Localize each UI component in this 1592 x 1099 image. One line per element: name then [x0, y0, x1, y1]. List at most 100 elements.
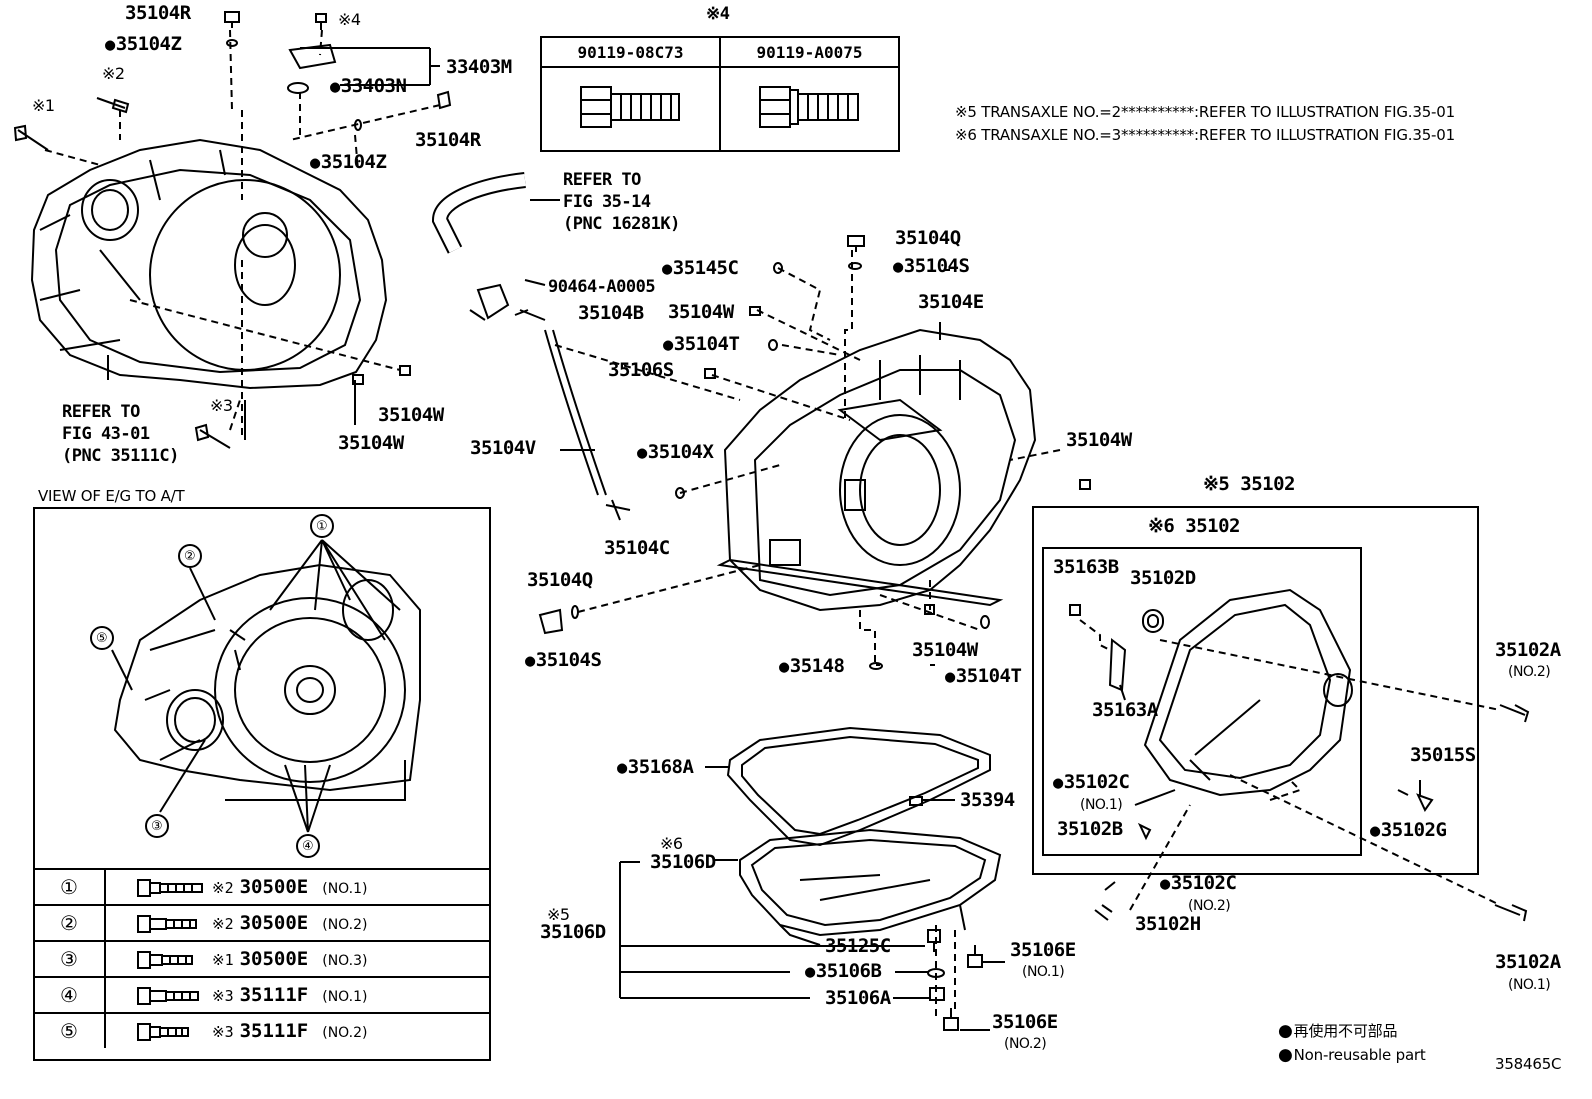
extension-housing-drawing [1069, 588, 1530, 922]
bolt-code: 35111F [239, 983, 309, 1006]
small-bolts-left [13, 11, 452, 449]
part-33403N: 33403N [330, 76, 407, 97]
bolt-icon [136, 1022, 206, 1042]
bolt-icon [136, 950, 206, 970]
front-view-drawing [113, 563, 421, 801]
transaxle-no6-box [1042, 547, 1362, 856]
view-box-title: VIEW OF E/G TO A/T [38, 487, 185, 505]
fastener-part-b: 90119-A0075 [719, 36, 900, 68]
pan-bracket [619, 861, 640, 999]
refer-fig43-line2: FIG 43-01 [62, 424, 150, 444]
callout-1: ① [316, 519, 328, 534]
left-leaders [44, 29, 441, 440]
part-35163B: 35163B [1053, 556, 1119, 578]
view-box-frame [33, 507, 491, 1061]
view-callout-leaders [111, 539, 401, 833]
part-35104W-c: 35104W [668, 301, 734, 323]
part-35106D-top: 35106D [650, 851, 716, 873]
part-35102C-no2-sub: (NO.2) [1188, 898, 1231, 914]
part-35102G: 35102G [1370, 820, 1447, 841]
fastener-table: 90119-08C73 90119-A0075 [540, 36, 900, 152]
w-leaders [244, 380, 356, 440]
part-35106E-no2: 35106E [992, 1011, 1058, 1033]
legend-en: Non-reusable part [1278, 1045, 1426, 1065]
refer-fig35-line1: REFER TO [563, 170, 641, 190]
part-35106E-no2-sub: (NO.2) [1004, 1036, 1047, 1052]
part-35163A: 35163A [1092, 699, 1158, 721]
mark-2: ※2 [102, 64, 125, 83]
bolt-row-number: ⑤ [34, 1012, 106, 1048]
bolt-mark: ※1 [212, 950, 234, 969]
transaxle-no5-box [1032, 506, 1479, 875]
bolt-icon [136, 914, 206, 934]
part-35102A-no1-sub: (NO.1) [1508, 977, 1551, 993]
bolt-mark: ※2 [212, 878, 234, 897]
part-35104W-a: 35104W [378, 404, 444, 426]
part-35102B: 35102B [1057, 818, 1123, 840]
part-35106E-no1: 35106E [1010, 939, 1076, 961]
part-35015S: 35015S [1410, 744, 1476, 766]
part-35104R-mid: 35104R [415, 129, 481, 151]
note-transaxle-5: ※5 TRANSAXLE NO.=2**********:REFER TO IL… [955, 103, 1455, 121]
part-35106E-no1-sub: (NO.1) [1022, 964, 1065, 980]
bolt-b-icon [719, 66, 900, 152]
bolt-mark: ※3 [212, 1022, 234, 1041]
pan-leaders [640, 945, 1005, 1031]
bolt-no: (NO.3) [322, 952, 368, 969]
callout-2: ② [184, 549, 196, 564]
part-35102H: 35102H [1135, 913, 1201, 935]
bracket-33403M [300, 47, 440, 86]
part-35104W-e: 35104W [912, 639, 978, 661]
bolt-row-number: ③ [34, 940, 106, 977]
part-35104Q-low: 35104Q [527, 569, 593, 591]
part-35104X: 35104X [637, 442, 714, 463]
part-35106B: 35106B [805, 961, 882, 982]
hose-leaders [524, 199, 560, 286]
converter-housing-drawing [30, 138, 388, 390]
part-35394: 35394 [960, 789, 1015, 811]
magnet-35394 [909, 796, 923, 806]
fastener-table-title: ※4 [706, 4, 730, 24]
part-35102A-no2-sub: (NO.2) [1508, 664, 1551, 680]
callout-5: ⑤ [96, 631, 108, 646]
mark-5-pan: ※5 [547, 905, 570, 924]
center-leaders [554, 250, 1061, 665]
figure-id: 358465C [1495, 1055, 1562, 1073]
part-35102C-no1-sub: (NO.1) [1080, 797, 1123, 813]
part-35145C: 35145C [662, 258, 739, 279]
bolt-no: (NO.2) [322, 1024, 368, 1041]
part-35102-mark6: ※6 35102 [1148, 515, 1241, 537]
bolt-row: ⑤ ※3 35111F (NO.2) [34, 1012, 490, 1048]
part-35102C-no2: 35102C [1160, 873, 1237, 894]
part-35104B: 35104B [578, 302, 644, 324]
part-35102-mark5: ※5 35102 [1203, 473, 1296, 495]
bolt-no: (NO.2) [322, 916, 368, 933]
refer-fig43-line3: (PNC 35111C) [62, 446, 179, 466]
pan-dashed-leaders [935, 925, 956, 1020]
part-35104Q-top: 35104Q [895, 227, 961, 249]
bolt-a-icon [540, 66, 721, 152]
part-35104R-top: 35104R [125, 2, 191, 24]
bolt-code: 35111F [239, 1019, 309, 1042]
center-solid-leaders [560, 269, 950, 666]
fastener-part-a: 90119-08C73 [540, 36, 721, 68]
part-35104C: 35104C [604, 537, 670, 559]
bolt-mark: ※2 [212, 914, 234, 933]
part-35102C-no1: 35102C [1053, 772, 1130, 793]
part-35104S-low: 35104S [525, 650, 602, 671]
mark-3: ※3 [210, 396, 233, 415]
callout-4: ④ [302, 839, 314, 854]
bolt-row-number: ① [34, 868, 106, 905]
part-35104T-a: 35104T [663, 334, 740, 355]
bolt-code: 30500E [239, 911, 309, 934]
refer-fig35-line3: (PNC 16281K) [563, 214, 680, 234]
right-leaders [1079, 619, 1501, 911]
refer-fig43-line1: REFER TO [62, 402, 140, 422]
bolt-row-number: ④ [34, 976, 106, 1013]
bolt-icon [136, 986, 206, 1006]
